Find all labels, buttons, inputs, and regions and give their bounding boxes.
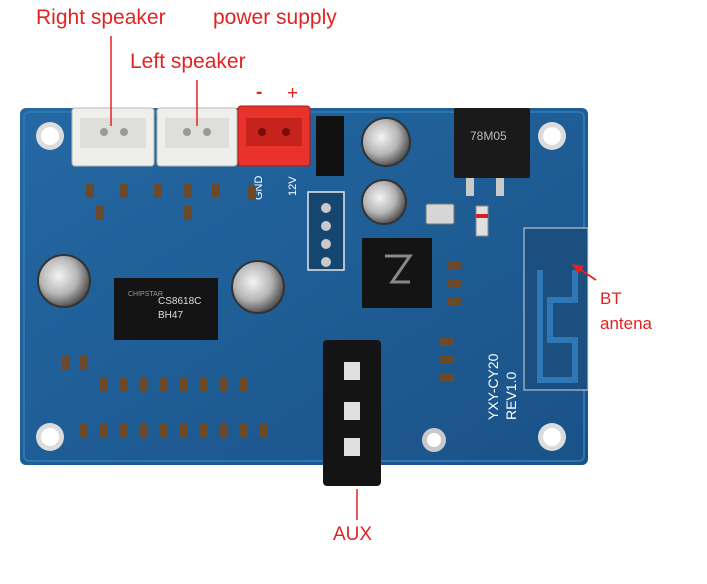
minus-label: - bbox=[256, 82, 263, 103]
bt-antenna-label: BT antena bbox=[600, 286, 652, 336]
mounting-holes bbox=[36, 122, 566, 452]
diode bbox=[475, 205, 489, 237]
bt-antenna bbox=[523, 227, 589, 391]
model-silkscreen: YXY-CY20 bbox=[485, 353, 501, 420]
right-speaker-label: Right speaker bbox=[36, 6, 166, 29]
capacitors bbox=[37, 117, 411, 314]
aux-jack bbox=[323, 340, 381, 486]
plus-label: + bbox=[287, 83, 299, 104]
power-supply-connector bbox=[237, 105, 311, 167]
left-speaker-connector bbox=[156, 107, 238, 167]
revision-silkscreen: REV1.0 bbox=[503, 372, 519, 420]
regulator-label: 78M05 bbox=[470, 129, 507, 143]
amplifier-chip: CHIPSTAR CS8618C BH47 bbox=[114, 278, 218, 340]
left-speaker-label: Left speaker bbox=[130, 50, 246, 73]
smd-components bbox=[62, 184, 462, 438]
v12-silkscreen: 12V bbox=[287, 176, 299, 196]
bt-arrow bbox=[572, 264, 597, 281]
chip-brand: CHIPSTAR bbox=[128, 291, 163, 298]
chip-name: CS8618C bbox=[158, 296, 201, 307]
power-supply-label: power supply bbox=[213, 6, 337, 29]
pin-header bbox=[307, 191, 345, 271]
diode-band bbox=[476, 214, 488, 218]
bt-label-line1: BT bbox=[600, 289, 622, 308]
callout-lines bbox=[110, 36, 358, 520]
right-speaker-connector bbox=[71, 107, 155, 167]
bt-label-line2: antena bbox=[600, 314, 652, 333]
voltage-regulator: 78M05 bbox=[454, 108, 530, 196]
header-block bbox=[316, 116, 344, 176]
chip-code: BH47 bbox=[158, 310, 183, 321]
crystal bbox=[425, 203, 455, 225]
bluetooth-chip bbox=[362, 238, 432, 308]
aux-label: AUX bbox=[333, 524, 373, 545]
